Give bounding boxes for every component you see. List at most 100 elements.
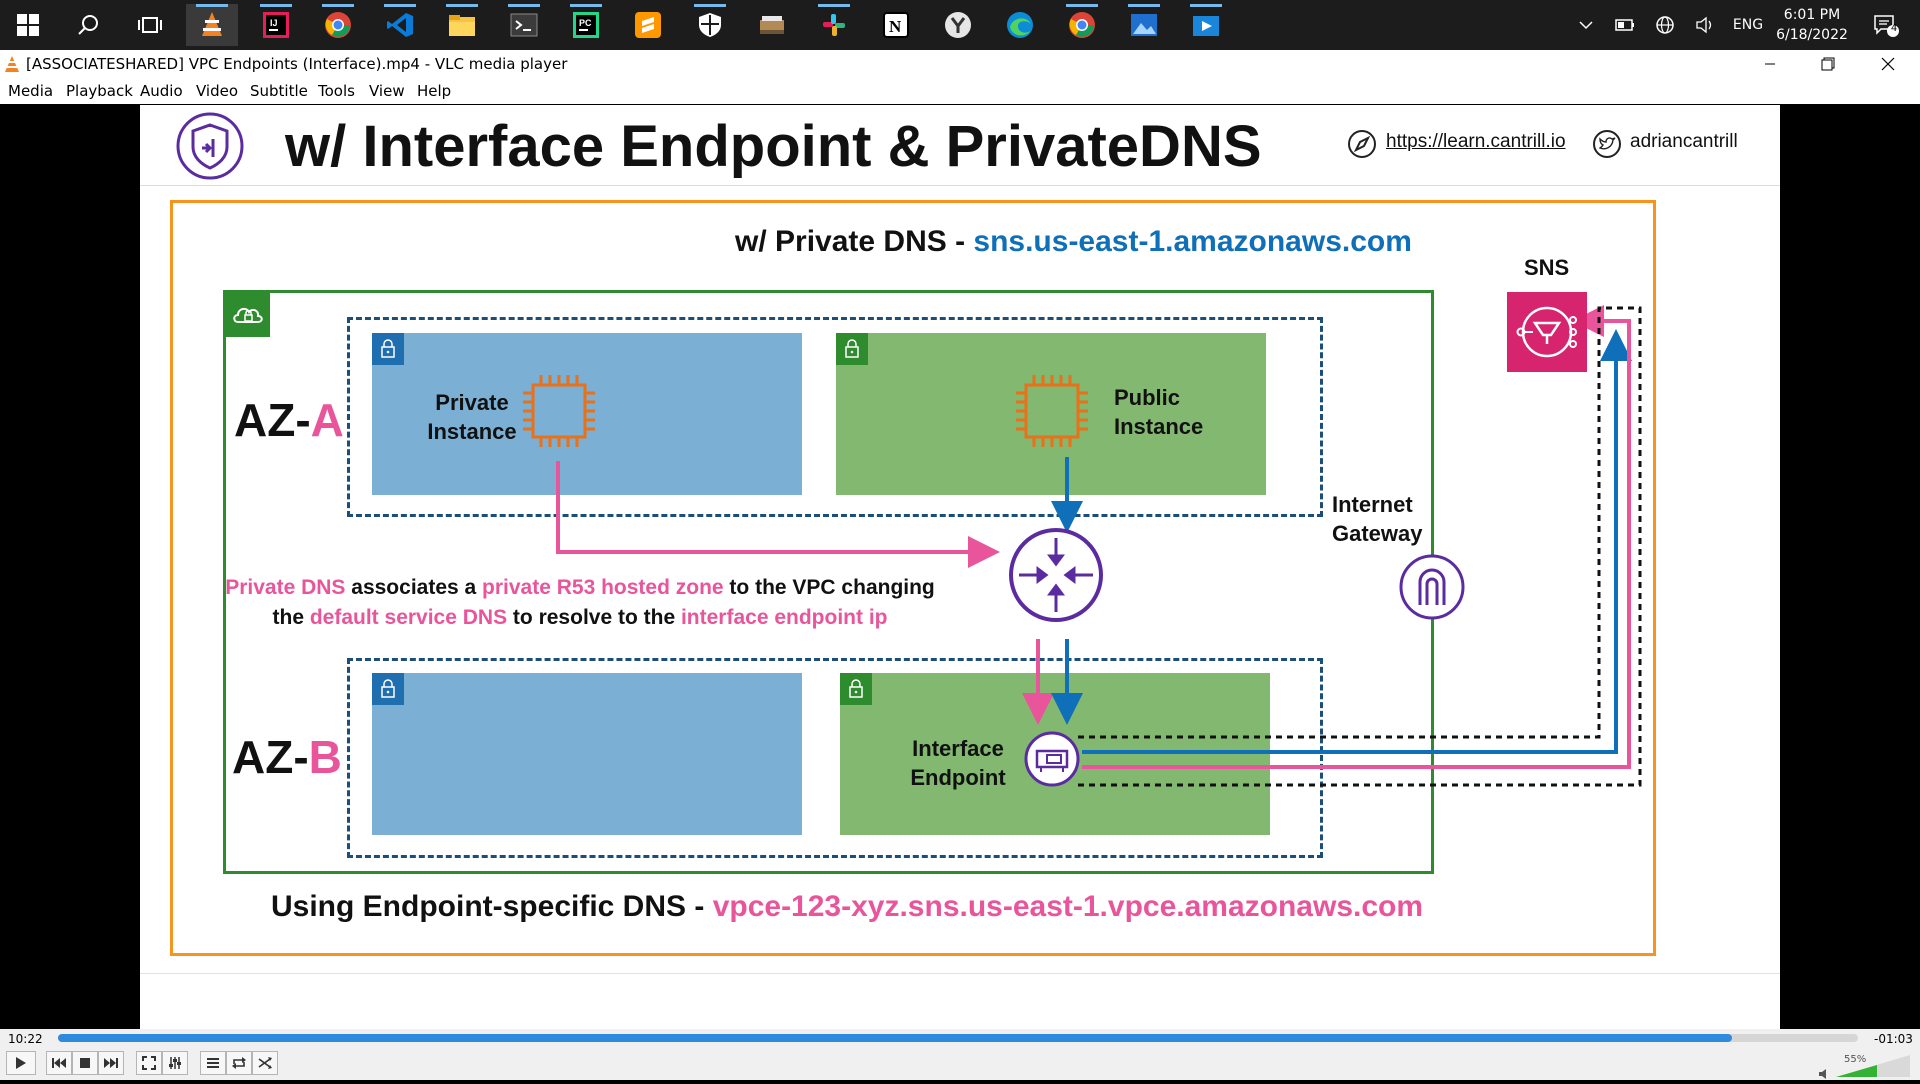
windows-start-icon[interactable] bbox=[2, 4, 54, 46]
play-button[interactable] bbox=[6, 1051, 36, 1075]
menu-subtitle[interactable]: Subtitle bbox=[250, 82, 308, 100]
az-b-boundary bbox=[347, 658, 1323, 858]
vlc-cone-icon bbox=[4, 55, 20, 77]
az-b-prefix: AZ- bbox=[232, 731, 309, 783]
terminal-icon[interactable] bbox=[498, 4, 550, 46]
private-ec2-instance-icon[interactable] bbox=[521, 373, 597, 453]
video-app-icon[interactable] bbox=[1180, 4, 1232, 46]
menu-playback[interactable]: Playback bbox=[66, 82, 133, 100]
svg-text:IJ: IJ bbox=[270, 18, 278, 28]
interface-endpoint-eni-icon[interactable] bbox=[1023, 730, 1081, 792]
volume-slider[interactable]: 55% bbox=[1836, 1054, 1910, 1077]
intellij-icon[interactable]: IJ bbox=[250, 4, 302, 46]
menu-help[interactable]: Help bbox=[417, 82, 452, 100]
menu-bar: Media Playback Audio Video Subtitle Tool… bbox=[0, 78, 1920, 104]
previous-button[interactable] bbox=[46, 1051, 72, 1075]
menu-media[interactable]: Media bbox=[8, 82, 54, 100]
public-subnet-lock-icon bbox=[836, 333, 868, 365]
diagram-frame bbox=[170, 200, 1656, 956]
system-clock[interactable]: 6:01 PM 6/18/2022 bbox=[1774, 0, 1850, 50]
svg-text:PC: PC bbox=[579, 18, 592, 28]
edge-icon[interactable] bbox=[994, 4, 1046, 46]
sublime-icon[interactable] bbox=[622, 4, 674, 46]
private-subnet-b bbox=[372, 673, 802, 835]
notification-center-icon[interactable]: 4 bbox=[1866, 0, 1906, 50]
playlist-button[interactable] bbox=[200, 1051, 226, 1075]
input-language[interactable]: ENG bbox=[1732, 17, 1764, 33]
seek-bar[interactable] bbox=[58, 1034, 1858, 1042]
chrome-icon[interactable] bbox=[1056, 4, 1108, 46]
az-a-letter: A bbox=[310, 394, 344, 446]
minimize-button[interactable] bbox=[1756, 50, 1784, 78]
volume-percent: 55% bbox=[1844, 1054, 1867, 1065]
extended-settings-button[interactable] bbox=[162, 1051, 188, 1075]
window-title: [ASSOCIATESHARED] VPC Endpoints (Interfa… bbox=[26, 55, 568, 73]
note-segment: associates a bbox=[345, 576, 483, 599]
search-icon[interactable] bbox=[62, 4, 114, 46]
speaker-icon[interactable] bbox=[1690, 0, 1720, 50]
chevron-up-icon[interactable] bbox=[1574, 0, 1598, 50]
windows-taskbar: IJ PC N bbox=[0, 0, 1920, 50]
chrome-icon[interactable] bbox=[312, 4, 364, 46]
private-subnet-b-lock-icon bbox=[372, 673, 404, 705]
internet-gateway-label: Internet Gateway bbox=[1332, 490, 1423, 548]
menu-audio[interactable]: Audio bbox=[140, 82, 183, 100]
public-instance-label: Public Instance bbox=[1114, 383, 1203, 441]
stop-button[interactable] bbox=[72, 1051, 98, 1075]
pycharm-icon[interactable]: PC bbox=[560, 4, 612, 46]
file-explorer-icon[interactable] bbox=[436, 4, 488, 46]
vlc-icon[interactable] bbox=[186, 4, 238, 46]
pink-route-arrow bbox=[556, 461, 1000, 568]
task-view-icon[interactable] bbox=[124, 4, 176, 46]
shuffle-button[interactable] bbox=[252, 1051, 278, 1075]
battery-icon[interactable] bbox=[1610, 0, 1640, 50]
pink-sns-route bbox=[1082, 305, 1631, 769]
private-dns-note: Private DNS associates a private R53 hos… bbox=[220, 573, 940, 633]
next-button[interactable] bbox=[98, 1051, 124, 1075]
menu-view[interactable]: View bbox=[369, 82, 405, 100]
note-line-1: Private DNS associates a private R53 hos… bbox=[220, 573, 940, 603]
internet-gateway-icon[interactable] bbox=[1397, 552, 1467, 626]
loop-button[interactable] bbox=[226, 1051, 252, 1075]
svg-text:N: N bbox=[889, 17, 902, 36]
security-icon[interactable] bbox=[684, 4, 736, 46]
public-ec2-instance-icon[interactable] bbox=[1014, 373, 1090, 453]
note-segment: to the VPC changing bbox=[723, 576, 935, 599]
az-a-boundary bbox=[347, 317, 1323, 517]
playback-controls: 10:22 -01:03 55% bbox=[0, 1029, 1920, 1080]
public-subnet-b-lock-icon bbox=[840, 673, 872, 705]
photos-icon[interactable] bbox=[1118, 4, 1170, 46]
slack-icon[interactable] bbox=[808, 4, 860, 46]
video-frame-slide: w/ Interface Endpoint & PrivateDNS https… bbox=[140, 105, 1780, 1029]
public-instance-line1: Public bbox=[1114, 385, 1181, 410]
private-dns-prefix: w/ Private DNS - bbox=[735, 225, 974, 258]
window-titlebar[interactable]: [ASSOCIATESHARED] VPC Endpoints (Interfa… bbox=[0, 50, 1920, 78]
private-dns-caption: w/ Private DNS - sns.us-east-1.amazonaws… bbox=[735, 225, 1412, 259]
vpc-cloud-icon bbox=[226, 293, 270, 337]
close-button[interactable] bbox=[1874, 50, 1902, 78]
compass-icon bbox=[1347, 129, 1377, 163]
fullscreen-button[interactable] bbox=[136, 1051, 162, 1075]
network-globe-icon[interactable] bbox=[1650, 0, 1680, 50]
private-dns-value: sns.us-east-1.amazonaws.com bbox=[973, 225, 1412, 258]
endpoint-dns-value: vpce-123-xyz.sns.us-east-1.vpce.amazonaw… bbox=[712, 890, 1424, 923]
router-icon[interactable] bbox=[1007, 526, 1105, 628]
app-icon[interactable] bbox=[746, 4, 798, 46]
connectors-overlay bbox=[556, 305, 1642, 787]
sns-service-icon[interactable] bbox=[1507, 292, 1587, 372]
menu-tools[interactable]: Tools bbox=[318, 82, 355, 100]
course-link[interactable]: https://learn.cantrill.io bbox=[1386, 131, 1566, 152]
menu-video[interactable]: Video bbox=[196, 82, 239, 100]
note-segment: the bbox=[272, 606, 310, 629]
az-b-label: AZ-B bbox=[232, 730, 342, 784]
elapsed-time: 10:22 bbox=[8, 1032, 43, 1046]
mute-speaker-icon[interactable] bbox=[1818, 1065, 1832, 1084]
restore-button[interactable] bbox=[1814, 50, 1842, 78]
dotted-boundary-path bbox=[1078, 306, 1642, 787]
az-a-label: AZ-A bbox=[234, 393, 344, 447]
vscode-icon[interactable] bbox=[374, 4, 426, 46]
notion-icon[interactable]: N bbox=[870, 4, 922, 46]
note-segment: default service DNS bbox=[309, 606, 508, 629]
note-segment: to resolve to the bbox=[507, 606, 681, 629]
clock-app-icon[interactable] bbox=[932, 4, 984, 46]
